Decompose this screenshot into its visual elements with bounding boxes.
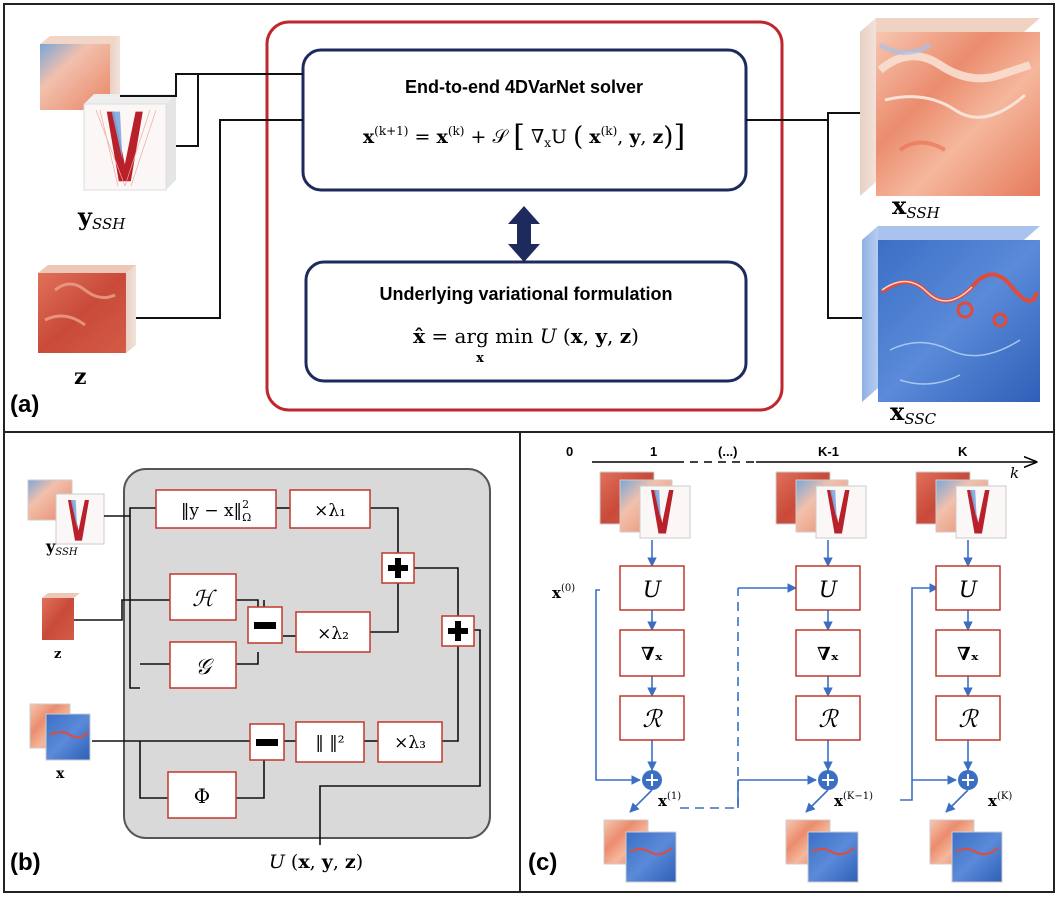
solver-equation: x(k+1) = x(k) + 𝒮 [ ∇xU ( x(k), y, z)] — [363, 119, 685, 154]
output-ssc-label: xSSC — [890, 397, 937, 428]
formulation-title: Underlying variational formulation — [379, 284, 672, 304]
b-input-z-label: z — [54, 647, 61, 662]
input-z-image — [38, 265, 136, 353]
svg-text:ℛ: ℛ — [642, 705, 663, 733]
panel-a: End-to-end 4DVarNet solver x(k+1) = x(k)… — [10, 18, 1040, 428]
output-ssh-image — [860, 18, 1040, 196]
c-colkm1-output-image — [785, 819, 859, 883]
c-colkm1-box-U: U — [795, 565, 861, 611]
b-box-H: ℋ — [169, 573, 237, 621]
c-col1-output-image — [603, 819, 677, 883]
svg-text:𝒢: 𝒢 — [195, 655, 214, 680]
c-colk-box-U: U — [935, 565, 1001, 611]
svg-text:ℋ: ℋ — [192, 587, 217, 612]
c-colk-box-R: ℛ — [935, 695, 1001, 741]
double-arrow-icon — [508, 206, 540, 262]
panel-b-label: (b) — [10, 849, 41, 876]
c-col1-input-image — [599, 471, 691, 539]
connector-out-ssc — [827, 120, 876, 319]
b-box-lambda3: ×λ₃ — [377, 721, 443, 763]
svg-text:U: U — [643, 578, 663, 603]
svg-text:U: U — [819, 578, 839, 603]
input-z-label: z — [74, 364, 87, 390]
formulation-equation: x̂ = arg min U (x, y, z) — [413, 324, 639, 348]
c-colk-box-grad: ∇ₓ — [935, 629, 1001, 677]
panel-b: ySSH z x — [10, 468, 491, 876]
svg-text:∇ₓ: ∇ₓ — [641, 644, 663, 665]
c-flow-lines — [595, 540, 973, 813]
svg-text:×λ₃: ×λ₃ — [394, 733, 426, 753]
c-tick-1: 1 — [650, 444, 657, 459]
c-col1-plus-icon — [642, 770, 662, 790]
panel-a-label: (a) — [10, 391, 39, 418]
b-box-G: 𝒢 — [169, 641, 237, 689]
solver-frame — [265, 20, 784, 412]
c-flow-dashed — [680, 588, 739, 809]
b-plus-1-icon — [381, 552, 415, 584]
connector-y1 — [120, 73, 303, 97]
c-colk-output-image — [929, 819, 1003, 883]
b-box-phi: Φ — [167, 771, 237, 819]
formulation-argmin-sub: x — [476, 351, 484, 366]
svg-text:Φ: Φ — [194, 784, 210, 808]
output-ssc-image — [862, 226, 1040, 402]
c-xkm1-label: x(K−1) — [834, 791, 873, 810]
c-col1-box-grad: ∇ₓ — [619, 629, 685, 677]
b-plus-2-icon — [441, 615, 475, 647]
b-box-lambda1: ×λ₁ — [289, 489, 371, 529]
c-col1-box-R: ℛ — [619, 695, 685, 741]
b-input-z-image — [42, 593, 80, 640]
output-ssh-label: xSSH — [892, 191, 941, 222]
svg-text:ℛ: ℛ — [958, 705, 979, 733]
b-box-sq: ‖ ‖² — [295, 721, 365, 763]
c-tick-ellipsis: (...) — [718, 444, 738, 459]
c-tick-k: K — [958, 444, 968, 459]
c-colk-input-image — [915, 471, 1007, 539]
input-y-label: ySSH — [77, 202, 126, 233]
c-colk-plus-icon — [958, 770, 978, 790]
c-tick-0: 0 — [566, 444, 573, 459]
svg-text:U: U — [959, 578, 979, 603]
formulation-box — [304, 260, 748, 383]
panel-c-border — [519, 431, 1055, 893]
svg-text:∇ₓ: ∇ₓ — [817, 644, 839, 665]
svg-text:×λ₁: ×λ₁ — [314, 501, 346, 521]
b-input-y-image — [27, 479, 105, 545]
panel-c: 0 1 (...) K-1 K k — [528, 444, 1036, 883]
svg-text:ℛ: ℛ — [818, 705, 839, 733]
svg-text:‖y − x‖2Ω: ‖y − x‖2Ω — [181, 498, 251, 524]
b-input-y-label: ySSH — [45, 537, 78, 558]
c-x1-label: x(1) — [658, 791, 681, 810]
connector-y2 — [176, 74, 199, 147]
c-tick-km1: K-1 — [818, 444, 839, 459]
b-input-x-label: x — [56, 766, 65, 782]
c-axis-label: k — [1010, 464, 1019, 482]
b-box-lambda2: ×λ₂ — [295, 611, 371, 653]
c-colkm1-input-image — [775, 471, 867, 539]
b-minus-1-icon — [247, 606, 283, 644]
connector-out-ssh — [746, 112, 860, 121]
c-colkm1-box-R: ℛ — [795, 695, 861, 741]
b-output-label: U (x, y, z) — [269, 851, 363, 873]
svg-text:×λ₂: ×λ₂ — [317, 624, 349, 644]
b-input-x-image — [29, 703, 91, 761]
c-col1-box-U: U — [619, 565, 685, 611]
c-x0-label: x(0) — [552, 583, 575, 602]
b-wires — [74, 507, 481, 845]
c-xk-label: x(K) — [988, 791, 1012, 810]
c-colkm1-box-grad: ∇ₓ — [795, 629, 861, 677]
svg-text:‖ ‖²: ‖ ‖² — [315, 733, 344, 753]
c-colkm1-plus-icon — [818, 770, 838, 790]
connector-z — [136, 119, 303, 319]
solver-title: End-to-end 4DVarNet solver — [405, 77, 643, 97]
input-y-ssh-image — [40, 36, 176, 191]
svg-text:∇ₓ: ∇ₓ — [957, 644, 979, 665]
b-minus-2-icon — [249, 723, 285, 761]
panel-c-label: (c) — [528, 849, 557, 876]
